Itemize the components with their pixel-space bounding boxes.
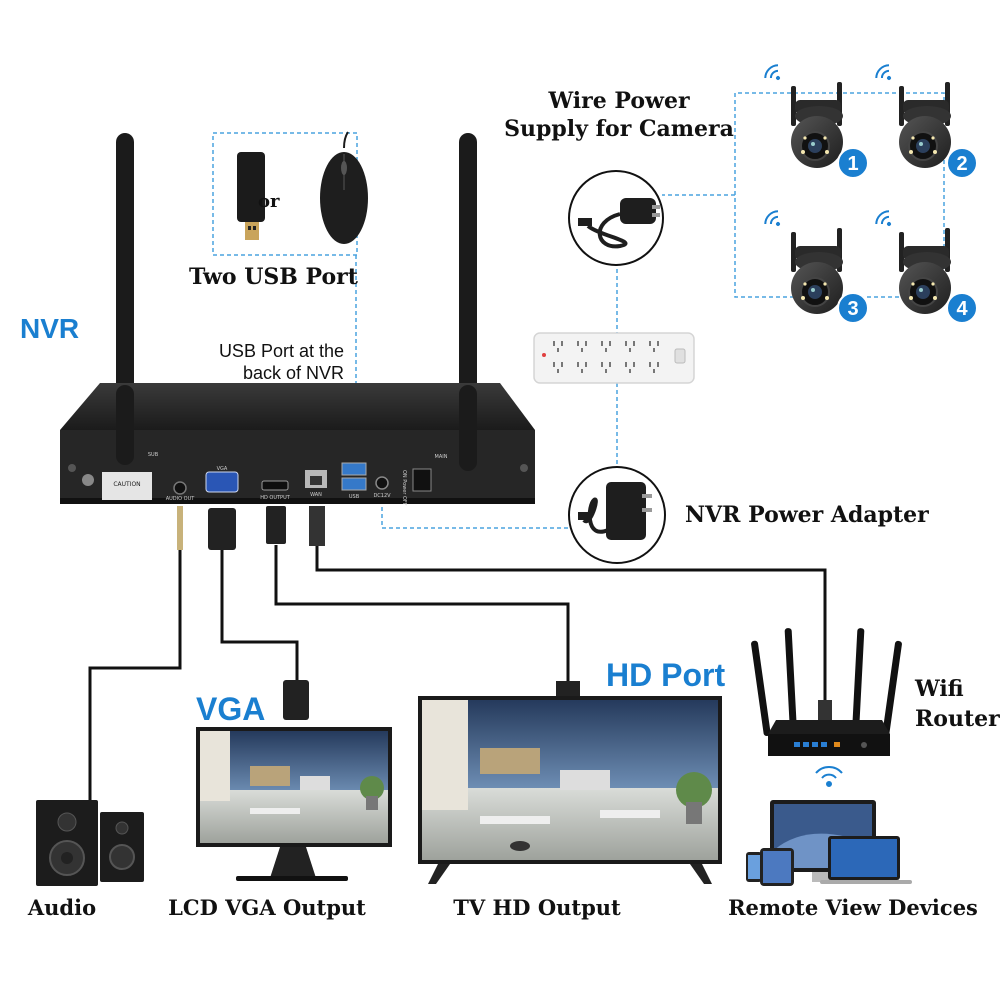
- camera-number-2: 2: [956, 153, 967, 175]
- camera-1: 1: [761, 61, 869, 179]
- audio-out-jack[interactable]: [173, 481, 187, 495]
- hd-output-port[interactable]: [261, 480, 289, 491]
- vga-port[interactable]: [205, 471, 239, 493]
- ground-screw: [82, 474, 94, 486]
- cables: [88, 545, 827, 800]
- hd-television: [418, 696, 722, 884]
- vga-port-label: VGA: [217, 466, 228, 472]
- tv-hd-output-label: TV HD Output: [453, 895, 621, 920]
- nvr-power-adapter-label: NVR Power Adapter: [685, 502, 929, 528]
- usb-or-label: or: [258, 191, 280, 212]
- wire-power-label-line2: Supply for Camera: [504, 116, 734, 142]
- remote-view-devices-label: Remote View Devices: [728, 895, 978, 920]
- lcd-monitor: [196, 727, 392, 881]
- camera-power-adapter-icon: [568, 170, 664, 266]
- usb-port-back-note-line2: back of NVR: [243, 363, 344, 383]
- camera-number-4: 4: [956, 298, 968, 320]
- nvr-recorder: CAUTION SUB MAIN AUDIO OUT VGA HD OUTPUT…: [60, 133, 535, 506]
- camera-number-3: 3: [847, 298, 858, 320]
- wan-port-label: WAN: [310, 492, 322, 498]
- camera-number-1: 1: [847, 153, 858, 175]
- nvr-power-adapter-icon: [568, 466, 666, 564]
- dc12v-port-label: DC12V: [373, 493, 391, 499]
- main-antenna-label: MAIN: [435, 454, 448, 460]
- sub-antenna-label: SUB: [148, 452, 159, 458]
- camera-2: 2: [872, 61, 978, 179]
- usb-flash-drive-icon: [237, 152, 265, 240]
- hd-cable: [274, 545, 570, 683]
- lcd-vga-output-label: LCD VGA Output: [168, 895, 366, 920]
- network-cable: [315, 545, 827, 700]
- usb-port-back-note-line1: USB Port at the: [219, 341, 344, 361]
- power-switch[interactable]: [412, 468, 432, 492]
- power-switch-label: ON Power OFF: [401, 470, 407, 506]
- wifi-router-label-line1: Wifi: [914, 676, 964, 702]
- camera-grid: 1 2 3 4: [761, 61, 978, 324]
- usb-mouse-icon: [320, 131, 368, 244]
- two-usb-port-label: Two USB Port: [189, 264, 359, 290]
- nvr-left-antenna: [116, 133, 134, 461]
- audio-speakers: [36, 800, 144, 886]
- caution-text: CAUTION: [113, 481, 140, 488]
- vga-cable: [220, 550, 299, 680]
- usb-port-bottom[interactable]: [341, 477, 367, 491]
- camera-4: 4: [872, 207, 978, 324]
- audio-out-port-label: AUDIO OUT: [166, 496, 196, 502]
- caution-sticker: [102, 472, 152, 500]
- audio-label: Audio: [27, 895, 96, 920]
- router-wifi-signal-icon: [815, 766, 843, 787]
- nvr-label: NVR: [20, 313, 79, 344]
- audio-cable: [88, 545, 182, 800]
- cable-plugs: [177, 506, 832, 726]
- camera-3: 3: [761, 207, 869, 324]
- usb-port-top[interactable]: [341, 462, 367, 476]
- hd-output-port-label: HD OUTPUT: [260, 495, 291, 501]
- wifi-router: [751, 628, 902, 756]
- dc12v-port[interactable]: [375, 476, 389, 490]
- power-strip-icon: [533, 332, 695, 384]
- remote-view-devices-icon: [746, 800, 912, 886]
- vga-label: VGA: [196, 691, 265, 727]
- wire-power-label-line1: Wire Power: [547, 88, 689, 114]
- usb-port-label: USB: [349, 494, 360, 500]
- wifi-router-label-line2: Router: [915, 706, 1000, 732]
- hd-port-label: HD Port: [606, 657, 725, 693]
